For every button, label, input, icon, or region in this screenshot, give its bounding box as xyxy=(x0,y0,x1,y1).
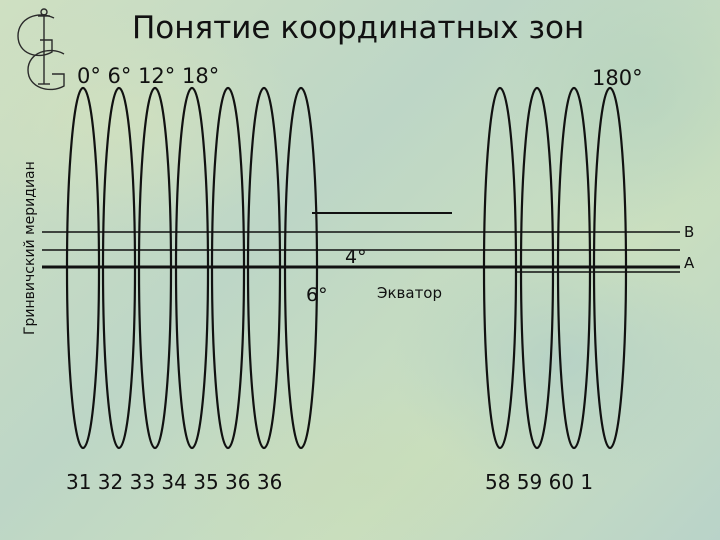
equator-label: Экватор xyxy=(377,284,443,302)
degree-180-label: 180° xyxy=(592,66,643,90)
greenwich-meridian-label: Гринвичский меридиан xyxy=(22,161,38,335)
top-degree-labels: 0° 6° 12° 18° xyxy=(77,64,220,88)
label-6-degrees: 6° xyxy=(306,284,328,306)
zone-numbers-left: 31 32 33 34 35 36 36 xyxy=(66,470,283,494)
page-title: Понятие координатных зон xyxy=(132,10,585,46)
zone-numbers-right: 58 59 60 1 xyxy=(485,470,594,494)
label-4-degrees: 4° xyxy=(345,246,367,268)
point-b-label: В xyxy=(684,223,695,241)
point-a-label: А xyxy=(684,254,695,272)
logo-icon xyxy=(17,8,65,91)
